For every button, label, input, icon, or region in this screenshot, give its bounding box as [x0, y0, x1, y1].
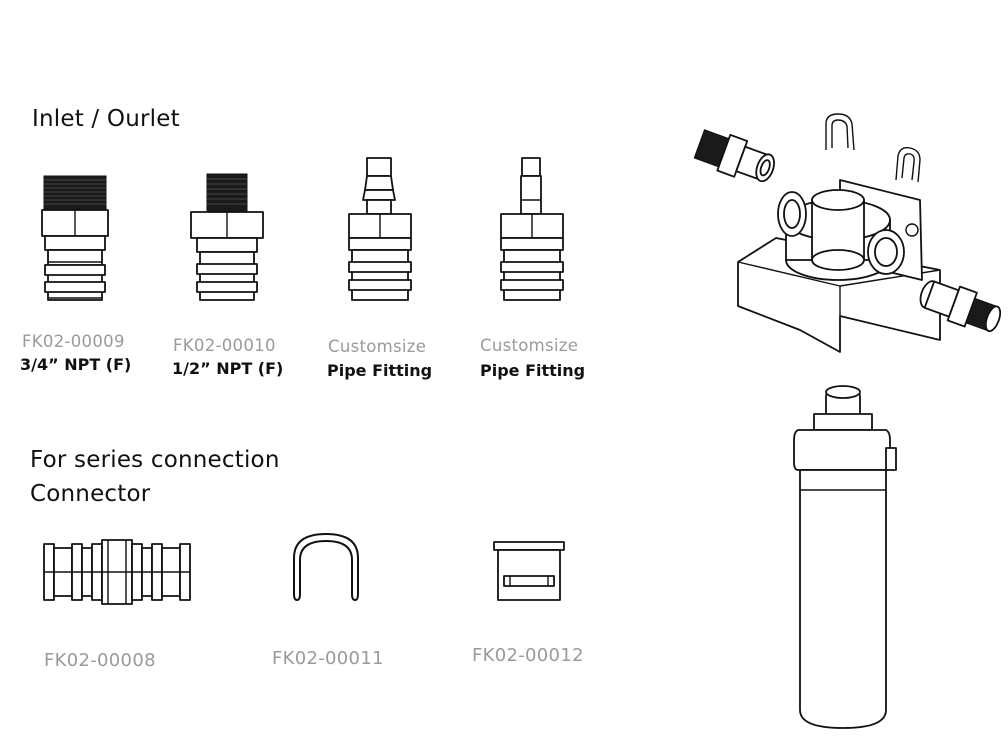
plug-cap-icon — [493, 541, 565, 601]
part-code-fk02-00010: FK02-00010 — [173, 336, 276, 355]
part-code-fk02-00012: FK02-00012 — [472, 645, 584, 666]
part-desc-pipe-fitting-2: Pipe Fitting — [480, 361, 586, 380]
u-clip-icon — [293, 532, 359, 602]
fitting-1-2-npt-icon — [190, 173, 264, 301]
part-code-fk02-00009: FK02-00009 — [22, 332, 125, 351]
series-connection-heading: For series connection — [30, 447, 280, 473]
connector-heading: Connector — [30, 481, 151, 507]
part-code-customsize-2: Customsize — [480, 336, 579, 355]
coupler-connector-icon — [43, 539, 191, 605]
part-code-fk02-00011: FK02-00011 — [272, 648, 384, 669]
filter-assembly-illustration — [693, 113, 1002, 729]
part-code-customsize-1: Customsize — [328, 337, 427, 356]
pipe-fitting-barb-icon — [348, 157, 412, 301]
pipe-fitting-straight-icon — [500, 157, 564, 301]
part-desc-pipe-fitting-1: Pipe Fitting — [327, 361, 433, 380]
part-code-fk02-00008: FK02-00008 — [44, 650, 156, 671]
fitting-3-4-npt-icon — [41, 175, 109, 301]
part-desc-1-2-npt: 1/2” NPT (F) — [172, 359, 284, 378]
part-desc-3-4-npt: 3/4” NPT (F) — [20, 355, 132, 374]
inlet-outlet-heading: Inlet / Ourlet — [32, 106, 180, 132]
